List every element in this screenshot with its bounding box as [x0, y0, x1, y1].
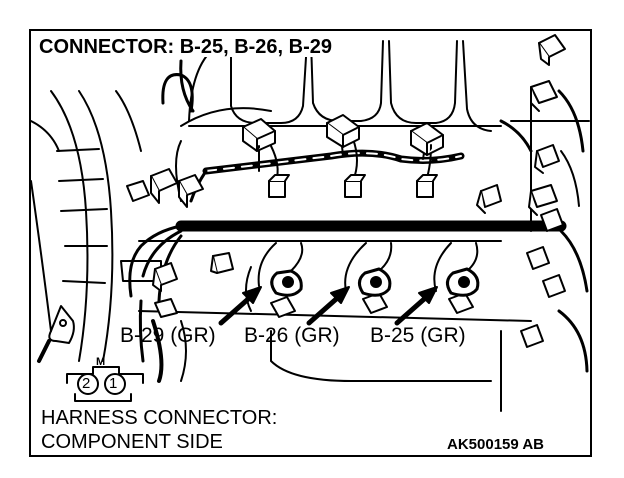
- intake-runners: [138, 40, 532, 412]
- misc-wires: [138, 59, 195, 383]
- connector-label-b26: B-26 (GR): [244, 324, 340, 347]
- pointer-arrows: [218, 286, 438, 326]
- lower-connectors: [152, 242, 480, 318]
- pin-number-2: 2: [82, 375, 91, 392]
- connector-mark-label: M: [96, 356, 106, 368]
- main-harness: [128, 220, 567, 303]
- caption-line-2: COMPONENT SIDE: [41, 431, 223, 453]
- connector-label-b29: B-29 (GR): [120, 324, 216, 347]
- pin-number-1: 1: [109, 375, 118, 392]
- figure-id: AK500159 AB: [447, 436, 544, 453]
- caption-line-1: HARNESS CONNECTOR:: [41, 407, 278, 429]
- right-side-components: [499, 34, 590, 373]
- page-title: CONNECTOR: B-25, B-26, B-29: [37, 36, 335, 58]
- engine-harness-illustration: [31, 34, 590, 412]
- harness-connector-symbol: [66, 366, 144, 402]
- ground-terminal: [37, 305, 75, 363]
- diagram-frame: CONNECTOR: B-25, B-26, B-29 B-29 (GR) B-…: [29, 29, 592, 457]
- upper-connectors: [126, 114, 502, 214]
- connector-label-b25: B-25 (GR): [370, 324, 466, 347]
